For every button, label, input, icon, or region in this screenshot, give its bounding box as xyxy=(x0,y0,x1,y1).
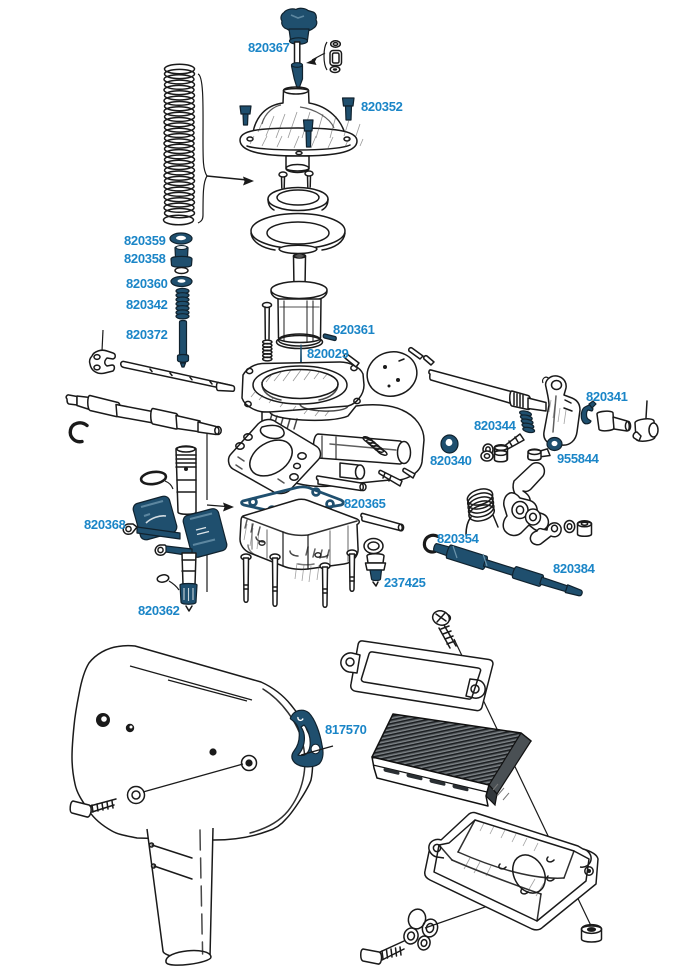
svg-text:820342: 820342 xyxy=(126,297,168,312)
svg-text:820372: 820372 xyxy=(126,327,168,342)
svg-text:955844: 955844 xyxy=(557,451,600,466)
svg-text:820340: 820340 xyxy=(430,453,472,468)
svg-text:820365: 820365 xyxy=(344,496,386,511)
svg-text:820384: 820384 xyxy=(553,561,596,576)
svg-text:237425: 237425 xyxy=(384,575,426,590)
svg-text:820359: 820359 xyxy=(124,233,166,248)
svg-text:820367: 820367 xyxy=(248,40,290,55)
svg-text:820029: 820029 xyxy=(307,346,349,361)
svg-text:820358: 820358 xyxy=(124,251,166,266)
svg-text:820360: 820360 xyxy=(126,276,168,291)
svg-text:820368: 820368 xyxy=(84,517,126,532)
svg-text:820354: 820354 xyxy=(437,531,480,546)
svg-text:820352: 820352 xyxy=(361,99,403,114)
svg-text:820341: 820341 xyxy=(586,389,628,404)
svg-text:820344: 820344 xyxy=(474,418,517,433)
svg-text:820362: 820362 xyxy=(138,603,180,618)
svg-text:817570: 817570 xyxy=(325,722,367,737)
svg-text:820361: 820361 xyxy=(333,322,375,337)
